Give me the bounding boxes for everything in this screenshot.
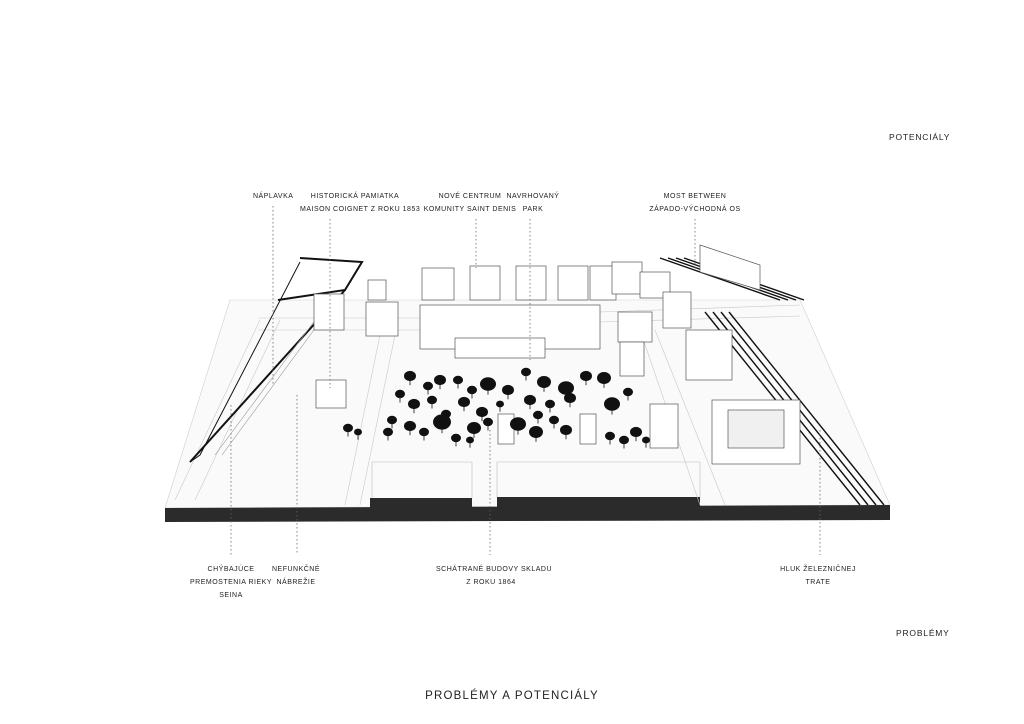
label-line: KOMUNITY SAINT DENIS: [423, 206, 517, 213]
label-line: NÁBREŽIE: [276, 579, 316, 586]
tree: [597, 372, 611, 384]
label-line: NOVÉ CENTRUM: [438, 193, 502, 200]
tree: [605, 431, 615, 441]
label-line: SEINA: [219, 592, 243, 599]
tree: [496, 400, 504, 408]
label-line: CHÝBAJÚCE: [207, 566, 255, 573]
label-line: SCHÁTRANÉ BUDOVY SKLADU: [436, 566, 553, 573]
tree: [564, 392, 576, 404]
tree: [404, 370, 416, 382]
tree: [467, 385, 477, 395]
tree: [483, 417, 493, 427]
tree: [383, 427, 393, 437]
tree: [521, 367, 531, 377]
label-railway-noise: HLUK ŽELEZNIČNEJ TRATE: [778, 563, 858, 589]
problems-heading: PROBLÉMY: [896, 628, 950, 638]
label-line: MAISON COIGNET Z ROKU 1853: [300, 206, 421, 213]
tree: [545, 399, 555, 409]
label-line: PARK: [522, 206, 544, 213]
tree: [453, 375, 463, 385]
tree: [451, 433, 461, 443]
buildings: [313, 244, 801, 465]
tree: [580, 370, 592, 382]
tree: [343, 423, 353, 433]
page-title: PROBLÉMY A POTENCIÁLY: [425, 690, 599, 702]
label-dysfunctional-embankment: NEFUNKČNÉ NÁBREŽIE: [266, 563, 326, 589]
tree: [354, 428, 362, 436]
label-bridge-axis: MOST BETWEEN ZÁPADO-VÝCHODNÁ OS: [645, 190, 745, 216]
tree: [533, 410, 543, 420]
label-naplavka: NÁPLAVKA: [253, 190, 293, 203]
label-line: MOST BETWEEN: [663, 193, 727, 200]
tree: [466, 436, 474, 444]
tree: [558, 381, 574, 395]
tree: [537, 376, 551, 388]
label-line: TRATE: [805, 579, 831, 586]
label-line: NÁPLAVKA: [253, 193, 294, 200]
label-line: HLUK ŽELEZNIČNEJ: [780, 566, 856, 573]
label-missing-bridges: CHÝBAJÚCE PREMOSTENIA RIEKY SEINA: [188, 563, 274, 602]
tree: [467, 422, 481, 434]
tree: [502, 384, 514, 396]
leader-lines: [230, 206, 821, 555]
tree: [476, 406, 488, 418]
label-line: ZÁPADO-VÝCHODNÁ OS: [649, 206, 741, 213]
tree: [404, 420, 416, 432]
tree: [387, 415, 397, 425]
label-new-community-centre: NOVÉ CENTRUM KOMUNITY SAINT DENIS: [420, 190, 520, 216]
tree: [434, 374, 446, 386]
tree: [642, 436, 650, 444]
tree: [604, 397, 620, 411]
tree: [630, 426, 642, 438]
potentials-heading: POTENCIÁLY: [889, 132, 951, 142]
label-line: HISTORICKÁ PAMIATKA: [310, 193, 400, 200]
tree: [419, 427, 429, 437]
tree: [427, 395, 437, 405]
tree: [510, 417, 526, 431]
park-trees: [343, 367, 650, 449]
tree: [560, 424, 572, 436]
tree: [529, 426, 543, 438]
tree: [433, 414, 451, 430]
label-historic-monument: HISTORICKÁ PAMIATKA MAISON COIGNET Z ROK…: [300, 190, 421, 216]
tree: [619, 435, 629, 445]
tree: [524, 394, 536, 406]
label-line: NAVRHOVANÝ: [506, 193, 560, 200]
label-line: Z ROKU 1864: [466, 579, 516, 586]
label-line: PREMOSTENIA RIEKY: [189, 579, 273, 586]
tree: [623, 387, 633, 397]
label-proposed-park: NAVRHOVANÝ PARK: [503, 190, 563, 216]
tree: [480, 377, 496, 391]
tree: [423, 381, 433, 391]
tree: [395, 389, 405, 399]
label-line: NEFUNKČNÉ: [271, 566, 321, 573]
label-dilapidated-warehouses: SCHÁTRANÉ BUDOVY SKLADU Z ROKU 1864: [436, 563, 553, 589]
tree: [458, 396, 470, 408]
tree: [408, 398, 420, 410]
tree: [549, 415, 559, 425]
